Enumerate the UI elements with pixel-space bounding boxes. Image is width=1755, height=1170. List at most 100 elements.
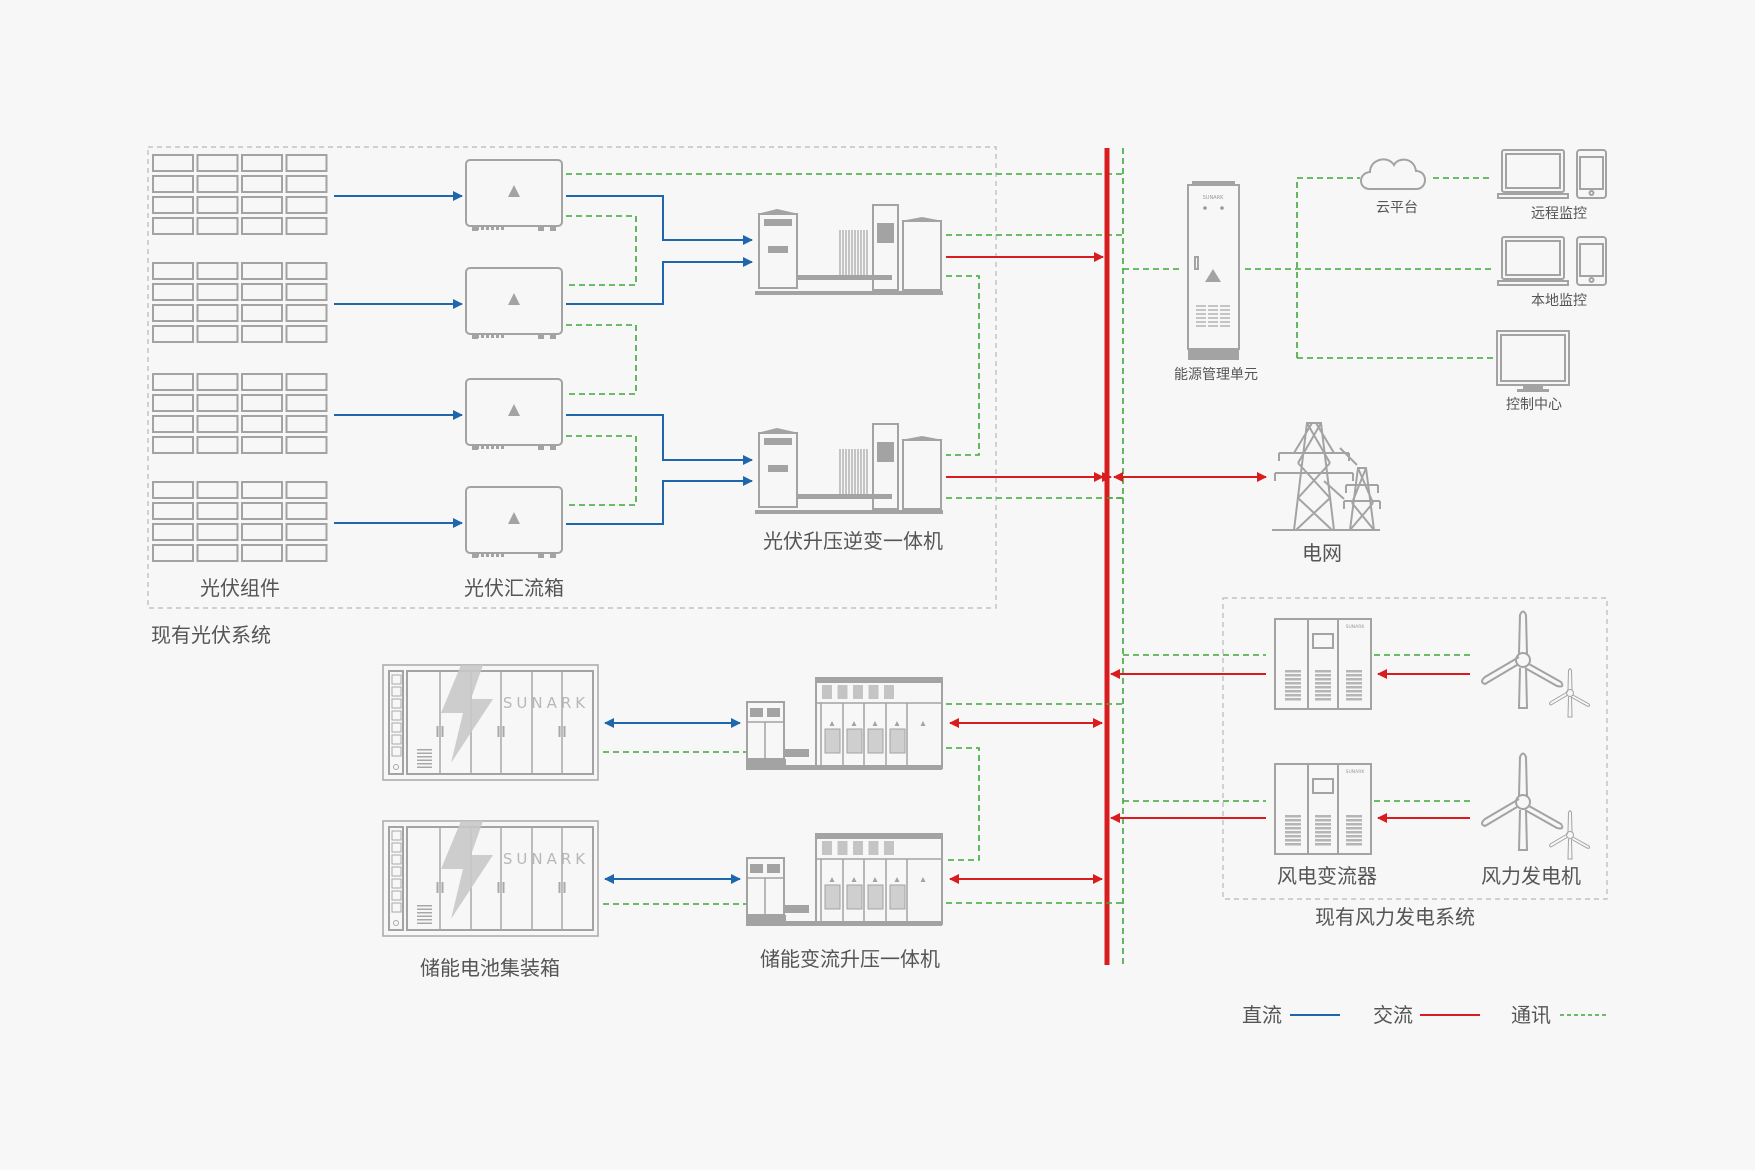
control-center-label: 控制中心 bbox=[1506, 397, 1562, 413]
pv-panel bbox=[241, 544, 283, 562]
pv-panel bbox=[152, 373, 194, 391]
cloud-label: 云平台 bbox=[1376, 200, 1418, 216]
remote-monitor-label: 远程监控 bbox=[1531, 206, 1587, 222]
pv-panel bbox=[285, 304, 328, 322]
pv-panel bbox=[241, 196, 283, 214]
pv-panel bbox=[196, 394, 239, 412]
grid-link bbox=[1102, 472, 1267, 499]
pv-panel bbox=[152, 481, 194, 499]
transmission-tower-icon bbox=[1272, 422, 1381, 531]
combiner-box bbox=[465, 378, 563, 450]
legend: 直流 交流 通讯 bbox=[1242, 1003, 1608, 1027]
pv-panel bbox=[152, 394, 194, 412]
pv-panel bbox=[241, 217, 283, 235]
pv-panel bbox=[196, 196, 239, 214]
brand-mark: SUNARK bbox=[1346, 624, 1366, 630]
pv-panel bbox=[152, 415, 194, 433]
warning-icon bbox=[508, 293, 520, 305]
battery-container-label: 储能电池集装箱 bbox=[420, 956, 560, 980]
pv-panel bbox=[285, 262, 328, 280]
battery-container-1: SUNARK bbox=[382, 664, 599, 781]
pv-panel bbox=[285, 196, 328, 214]
energy-management-unit: SUNARK bbox=[1187, 181, 1240, 360]
warning-icon bbox=[508, 185, 520, 197]
pv-panel bbox=[241, 283, 283, 301]
pv-panel bbox=[285, 544, 328, 562]
pv-panel bbox=[241, 175, 283, 193]
pv-panel bbox=[152, 304, 194, 322]
pv-inverter-station-1 bbox=[755, 204, 943, 295]
pv-panel bbox=[196, 175, 239, 193]
wind-turbine-icon-2 bbox=[1481, 752, 1591, 860]
brand-mark: SUNARK bbox=[1203, 195, 1224, 201]
ems-label: 能源管理单元 bbox=[1174, 367, 1258, 383]
storage-pcs-station-label: 储能变流升压一体机 bbox=[760, 947, 940, 971]
pv-panel bbox=[152, 283, 194, 301]
pv-module-arrays bbox=[152, 154, 328, 562]
combiner-box bbox=[465, 159, 563, 231]
warning-icon bbox=[1205, 269, 1221, 282]
pv-panel bbox=[285, 175, 328, 193]
brand-mark: SUNARK bbox=[503, 850, 589, 868]
pv-panel bbox=[241, 481, 283, 499]
pv-panel bbox=[196, 544, 239, 562]
pv-panel bbox=[285, 154, 328, 172]
pv-panel bbox=[152, 325, 194, 343]
pv-panel bbox=[196, 283, 239, 301]
remote-laptop-icon bbox=[1497, 149, 1569, 199]
pv-panel bbox=[241, 373, 283, 391]
legend-comm-label: 通讯 bbox=[1511, 1003, 1551, 1027]
pv-panel bbox=[285, 415, 328, 433]
pv-panel bbox=[196, 154, 239, 172]
wind-system-group-label: 现有风力发电系统 bbox=[1315, 905, 1475, 929]
wind-converter-label: 风电变流器 bbox=[1277, 864, 1377, 888]
brand-mark: SUNARK bbox=[1346, 769, 1366, 775]
pv-panel bbox=[285, 283, 328, 301]
storage-pcs-station-2 bbox=[746, 833, 943, 926]
pv-panel bbox=[196, 502, 239, 520]
warning-icon bbox=[508, 512, 520, 524]
wind-converter-2: SUNARK bbox=[1274, 763, 1372, 855]
control-center-monitor-icon bbox=[1496, 330, 1570, 392]
pv-panel bbox=[196, 304, 239, 322]
pv-system-group-label: 现有光伏系统 bbox=[151, 623, 271, 647]
combiner-box bbox=[465, 267, 563, 339]
pv-panel bbox=[241, 415, 283, 433]
pv-panel bbox=[241, 523, 283, 541]
pv-panel bbox=[152, 436, 194, 454]
wind-converter-1: SUNARK bbox=[1274, 618, 1372, 710]
pv-modules-label: 光伏组件 bbox=[200, 576, 280, 600]
cloud-icon bbox=[1360, 158, 1426, 190]
pv-panel bbox=[285, 373, 328, 391]
storage-pcs-station-1 bbox=[746, 677, 943, 770]
pv-inverter-station-2 bbox=[755, 423, 943, 514]
pv-panel bbox=[241, 304, 283, 322]
pv-system-group-box bbox=[147, 146, 997, 609]
local-phone-icon bbox=[1576, 236, 1607, 286]
pv-panel bbox=[241, 262, 283, 280]
combiner-box-label: 光伏汇流箱 bbox=[464, 576, 564, 600]
pv-panel bbox=[285, 436, 328, 454]
legend-ac-label: 交流 bbox=[1373, 1003, 1413, 1027]
wind-system-group-box bbox=[1222, 597, 1608, 900]
wind-turbine-label: 风力发电机 bbox=[1481, 864, 1581, 888]
pv-panel bbox=[152, 502, 194, 520]
pv-panel bbox=[241, 154, 283, 172]
lightning-logo bbox=[441, 665, 493, 763]
wind-turbine-icon-1 bbox=[1481, 610, 1591, 718]
pv-panel bbox=[196, 436, 239, 454]
pv-panel bbox=[285, 394, 328, 412]
wind-links bbox=[1110, 654, 1470, 823]
pv-panel bbox=[196, 373, 239, 391]
pv-panel bbox=[241, 394, 283, 412]
remote-phone-icon bbox=[1576, 149, 1607, 199]
battery-container-2: SUNARK bbox=[382, 820, 599, 937]
pv-panel bbox=[196, 523, 239, 541]
local-laptop-icon bbox=[1497, 236, 1569, 286]
pv-panel bbox=[241, 436, 283, 454]
combiner-box bbox=[465, 486, 563, 558]
brand-mark: SUNARK bbox=[503, 694, 589, 712]
pv-panel bbox=[241, 325, 283, 343]
pv-panel bbox=[196, 415, 239, 433]
